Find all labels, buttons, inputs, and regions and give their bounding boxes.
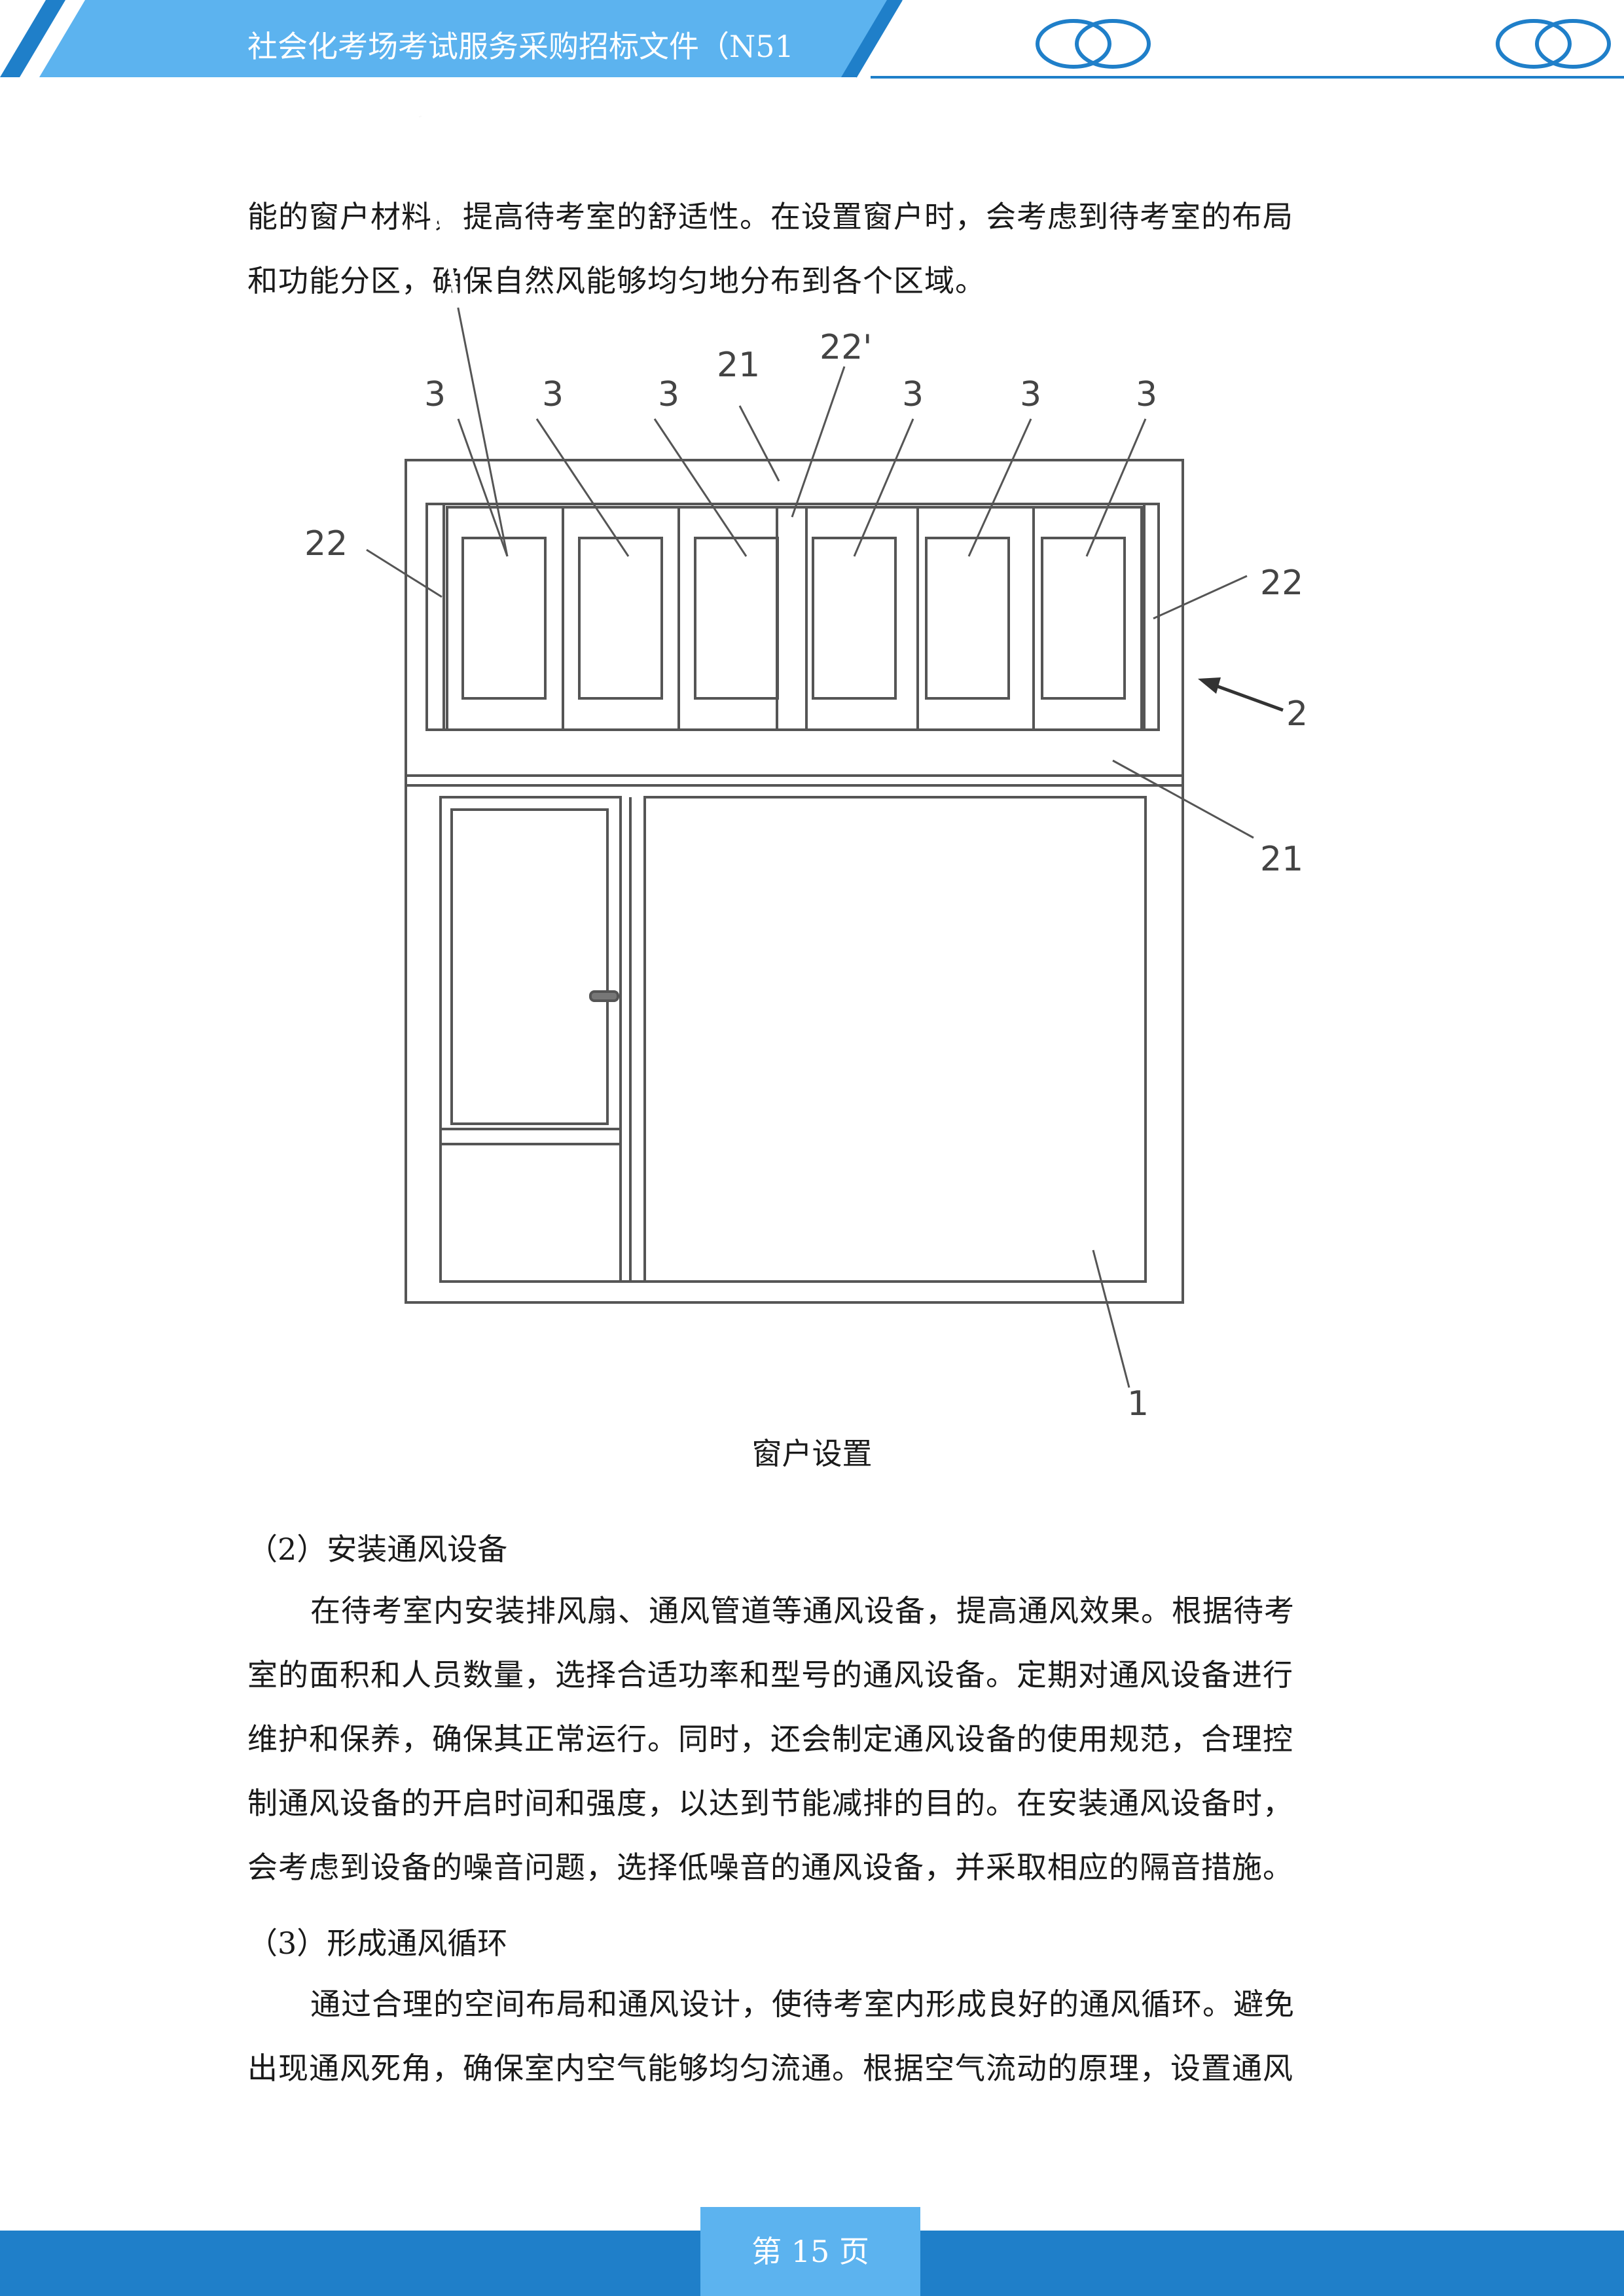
text-line: 会考虑到设备的噪音问题，选择低噪音的通风设备，并采取相应的隔音措施。 [247, 1850, 1293, 1885]
text-line: 维护和保养，确保其正常运行。同时，还会制定通风设备的使用规范，合理控 [247, 1721, 1293, 1757]
text-line: 出现通风死角，确保室内空气能够均匀流通。根据空气流动的原理，设置通风 [247, 2051, 1293, 2086]
page-number-tab [700, 2207, 920, 2296]
document-title: 社会化考场考试服务采购招标文件（N51 [247, 29, 794, 64]
text-line: 制通风设备的开启时间和强度，以达到节能减排的目的。在安装通风设备时， [247, 1785, 1293, 1821]
figure-caption: 窗户设置 [751, 1436, 873, 1471]
label-3: 3 [1136, 375, 1157, 414]
label-22-left: 22 [304, 524, 348, 564]
section2-paragraph: 在待考室内安装排风扇、通风管道等通风设备，提高通风效果。根据待考 室的面积和人员… [247, 1579, 1380, 1899]
page-number: 第 15 页 [751, 2234, 869, 2269]
logo-rings-icon [1036, 19, 1151, 69]
label-3: 3 [542, 375, 564, 414]
text-line: 和功能分区，确保自然风能够均匀地分布到各个区域。 [247, 263, 986, 298]
label-3: 3 [658, 375, 679, 414]
text-line: 在待考室内安装排风扇、通风管道等通风设备，提高通风效果。根据待考 [310, 1593, 1295, 1628]
label-1: 1 [1127, 1384, 1149, 1424]
section-heading: （2）安装通风设备 [247, 1532, 508, 1567]
logo-rings-icon [1496, 19, 1611, 69]
section3-paragraph: 通过合理的空间布局和通风设计，使待考室内形成良好的通风循环。避免 出现通风死角，… [247, 1972, 1380, 2100]
label-3: 3 [424, 375, 446, 414]
text-line: 室的面积和人员数量，选择合适功率和型号的通风设备。定期对通风设备进行 [247, 1657, 1293, 1693]
label-3: 3 [902, 375, 924, 414]
label-22-prime: 22' [820, 328, 872, 367]
label-21-top: 21 [717, 346, 760, 385]
section-heading: （3）形成通风循环 [247, 1926, 508, 1961]
label-3: 3 [1020, 375, 1041, 414]
header-band [0, 0, 1624, 79]
text-line: 能的窗户材料，提高待考室的舒适性。在设置窗户时，会考虑到待考室的布局 [247, 199, 1293, 234]
label-2: 2 [1286, 694, 1308, 734]
text-line: 通过合理的空间布局和通风设计，使待考室内形成良好的通风循环。避免 [310, 1986, 1295, 2022]
label-22-right: 22 [1260, 564, 1303, 603]
intro-paragraph: 能的窗户材料，提高待考室的舒适性。在设置窗户时，会考虑到待考室的布局 和功能分区… [247, 185, 1380, 313]
label-21-bottom: 21 [1260, 840, 1303, 879]
